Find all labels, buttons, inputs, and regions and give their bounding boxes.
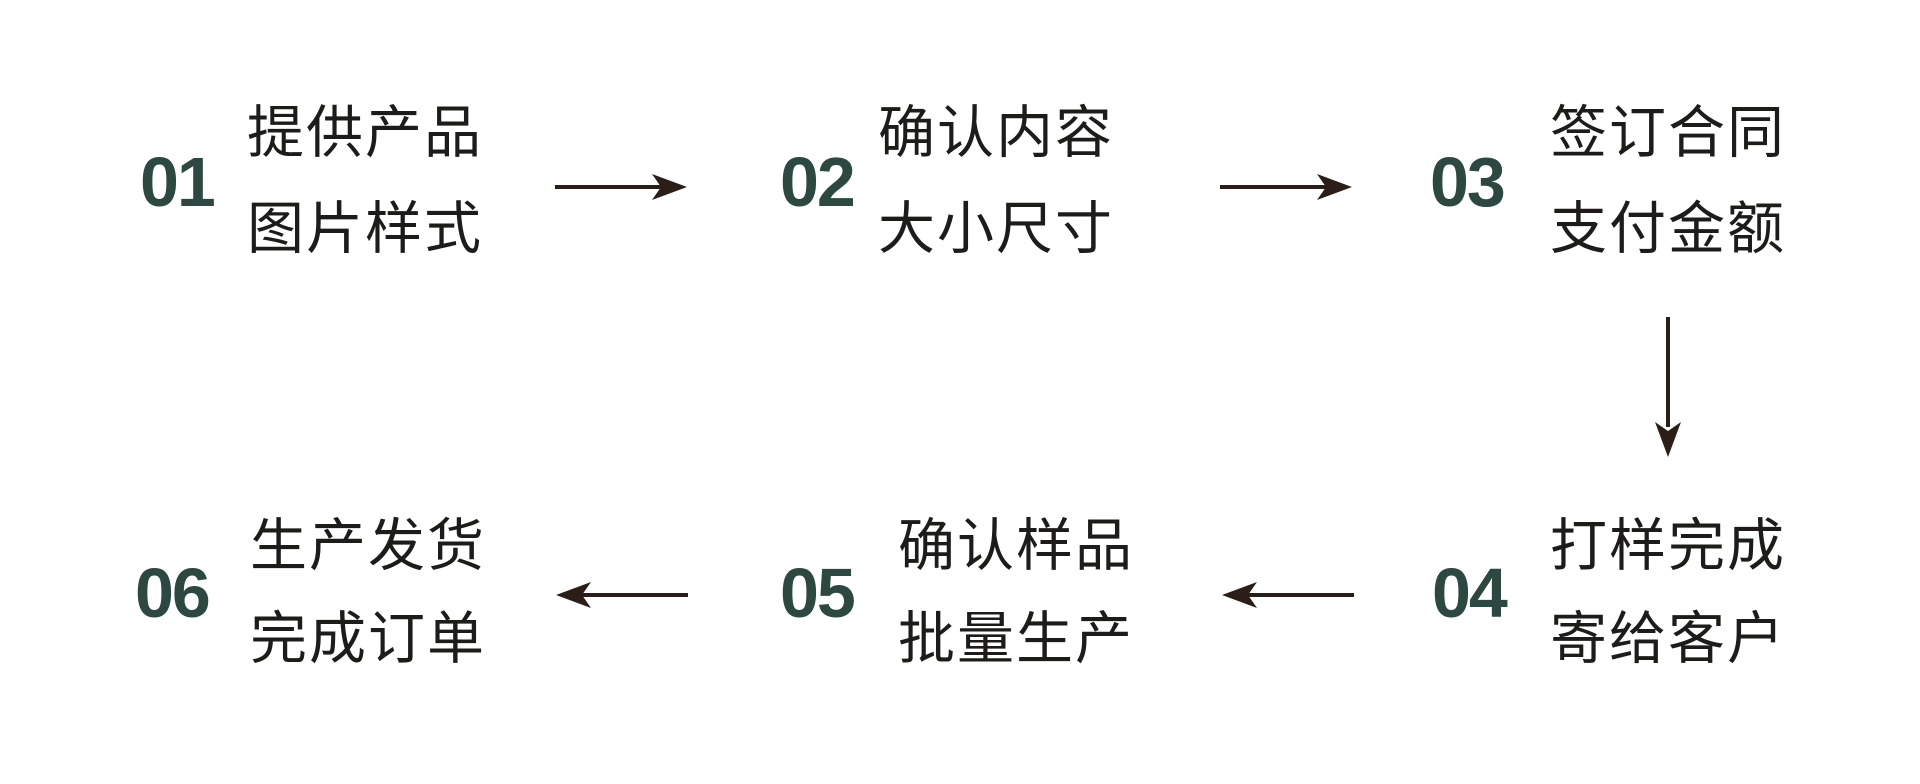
step-03-line1: 签订合同 [1550, 101, 1786, 165]
step-04-number: 04 [1432, 554, 1508, 632]
step-05-label: 确认样品 批量生产 [898, 518, 1134, 668]
step-04-line2: 寄给客户 [1550, 607, 1786, 671]
step-01-line1: 提供产品 [247, 101, 483, 165]
arrow-step4-to-step5-icon [1222, 582, 1354, 608]
step-06-line1: 生产发货 [250, 514, 486, 578]
step-05-line2: 批量生产 [898, 607, 1134, 671]
step-01-line2: 图片样式 [247, 197, 483, 261]
step-04-label: 打样完成 寄给客户 [1550, 518, 1786, 668]
arrow-step2-to-step3-icon [1220, 174, 1352, 200]
arrow-step1-to-step2-icon [555, 174, 687, 200]
step-01-label: 提供产品 图片样式 [247, 105, 483, 258]
step-04-line1: 打样完成 [1550, 514, 1786, 578]
step-05-line1: 确认样品 [898, 514, 1134, 578]
arrow-step3-to-step4-icon [1655, 317, 1681, 457]
step-06-line2: 完成订单 [250, 607, 486, 671]
arrow-step5-to-step6-icon [556, 582, 688, 608]
step-03-number: 03 [1430, 142, 1506, 221]
step-02-line2: 大小尺寸 [878, 197, 1114, 261]
step-02-line1: 确认内容 [878, 101, 1114, 165]
step-05-number: 05 [780, 554, 856, 632]
step-02-number: 02 [780, 142, 856, 221]
step-03-line2: 支付金额 [1550, 197, 1786, 261]
step-06-label: 生产发货 完成订单 [250, 518, 486, 668]
step-01-number: 01 [140, 142, 216, 221]
step-06-number: 06 [135, 554, 211, 632]
step-02-label: 确认内容 大小尺寸 [878, 105, 1114, 258]
step-03-label: 签订合同 支付金额 [1550, 105, 1786, 258]
